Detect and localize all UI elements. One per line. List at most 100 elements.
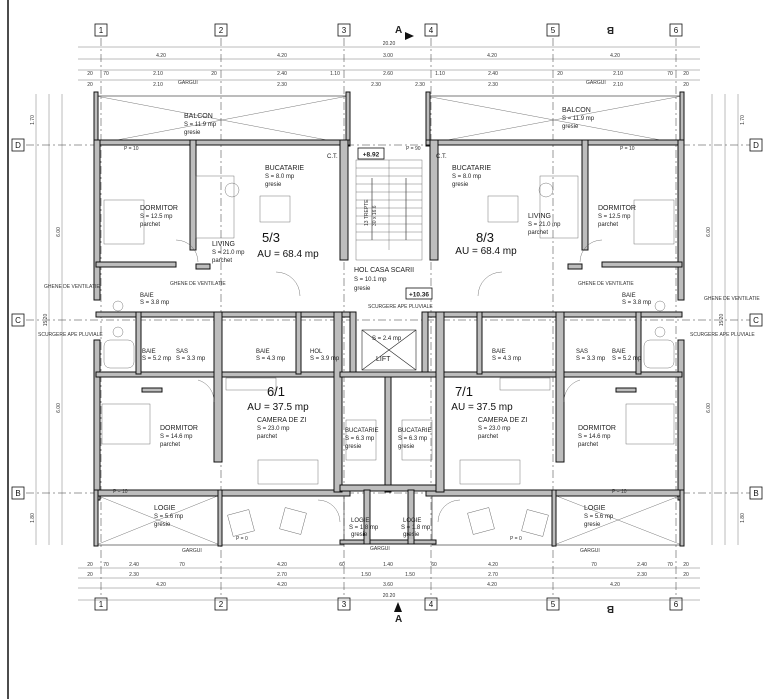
dim-top: 4.20 [487, 53, 497, 59]
note-ct: C.T. [327, 154, 338, 160]
room-area: S = 10.1 mp [354, 277, 387, 283]
axis-row-c-right: C [753, 316, 759, 325]
dim-bottom: 4.20 [277, 562, 287, 568]
dim-bottom: 20 [683, 562, 689, 568]
dim-bottom: 70 [179, 562, 185, 568]
dim-bottom: 60 [431, 562, 437, 568]
room-name: DORMITOR [160, 425, 198, 432]
room-area: S = 12.5 mp [140, 214, 173, 220]
level-markers: +8.92 +10.36 [357, 147, 433, 300]
dim-total-bottom: 20.20 [383, 593, 396, 599]
apartment-labels: 5/3 AU = 68.4 mp 8/3 AU = 68.4 mp 6/1 AU… [247, 230, 517, 413]
room-name: HOL CASA SCARII [354, 267, 414, 274]
axis-col-4-bottom: 4 [429, 600, 434, 609]
room-name: SAS [576, 349, 588, 355]
staircase [355, 159, 423, 261]
room-floor: gresie [562, 124, 579, 130]
dim-bottom: 4.20 [488, 562, 498, 568]
axis-col-3: 3 [342, 26, 347, 35]
room-area: S = 8.0 mp [452, 174, 482, 180]
room-floor: parchet [578, 442, 598, 448]
room-name: DORMITOR [598, 205, 636, 212]
dim-bottom: 2.70 [488, 572, 498, 578]
room-area: S = 21.0 mp [528, 222, 561, 228]
section-a-top: A [395, 25, 402, 36]
dim-top: 20 [211, 71, 217, 77]
room-name: LOGIE [351, 518, 369, 524]
room-area: S = 14.6 mp [160, 434, 193, 440]
room-name: BAIE [256, 349, 270, 355]
section-marks: A A B B [394, 24, 614, 625]
room-area: S = 3.8 mp [140, 300, 170, 306]
room-floor: gresie [584, 522, 601, 528]
dim-bottom: 4.20 [487, 582, 497, 588]
room-labels: BALCON S = 11.9 mp gresie BALCON S = 11.… [140, 107, 652, 538]
room-area: S = 2.4 mp [372, 336, 402, 342]
dim-top: 1.10 [435, 71, 445, 77]
dim-top: 2.10 [613, 82, 623, 88]
level-mid: +10.36 [409, 292, 429, 299]
axis-markers-bottom: 1 2 3 4 5 6 [94, 597, 683, 611]
dim-top: 3.00 [383, 53, 393, 59]
note-p10: P = 10 [612, 489, 627, 495]
room-name: CAMERA DE ZI [478, 417, 527, 424]
dim-bottom: 2.40 [129, 562, 139, 568]
dim-bottom: 4.20 [277, 582, 287, 588]
room-floor: parchet [478, 434, 498, 440]
dim-right: 1.70 [740, 115, 746, 125]
room-area: S = 3.3 mp [176, 356, 206, 362]
dim-top: 4.20 [610, 53, 620, 59]
room-name: LIVING [212, 241, 235, 248]
room-area: S = 11.9 mp [562, 116, 595, 122]
lift-shaft [361, 329, 417, 371]
axis-col-5-bottom: 5 [551, 600, 556, 609]
room-floor: gresie [184, 130, 201, 136]
dim-bottom: 4.20 [156, 582, 166, 588]
dim-top: 1.10 [330, 71, 340, 77]
apartment-area: AU = 68.4 mp [257, 249, 319, 260]
dim-total-top: 20.20 [383, 41, 396, 47]
room-name: BAIE [622, 293, 636, 299]
dim-bottom: 4.20 [610, 582, 620, 588]
dim-bottom: 70 [667, 562, 673, 568]
room-name: LOGIE [403, 518, 421, 524]
dim-right: 6.00 [706, 227, 712, 237]
dim-bottom: 1.50 [361, 572, 371, 578]
room-area: S = 23.0 mp [478, 426, 511, 432]
dim-top: 2.30 [415, 82, 425, 88]
room-floor: parchet [140, 222, 160, 228]
note-trepte-size: 30 x 16.6 [372, 205, 378, 226]
apartment-number: 6/1 [267, 384, 285, 399]
room-floor: gresie [403, 532, 420, 538]
room-name: LIFT [376, 356, 391, 363]
dim-bottom: 70 [591, 562, 597, 568]
room-area: S = 23.0 mp [257, 426, 290, 432]
axis-markers-rows: D C B D C B [11, 138, 763, 500]
dim-bottom: 20 [87, 562, 93, 568]
room-area: S = 21.0 mp [212, 250, 245, 256]
dim-bottom: 20 [683, 572, 689, 578]
note-p10: P = 10 [113, 489, 128, 495]
axis-row-d: D [15, 141, 21, 150]
room-floor: gresie [398, 444, 415, 450]
door-swings [175, 239, 603, 523]
dim-top: 2.30 [371, 82, 381, 88]
room-area: S = 12.5 mp [598, 214, 631, 220]
room-floor: parchet [528, 230, 548, 236]
room-floor: parchet [212, 258, 232, 264]
dim-left: 1.80 [30, 513, 36, 523]
axis-row-d-right: D [753, 141, 759, 150]
apartment-area: AU = 68.4 mp [455, 246, 517, 257]
room-area: S = 5.2 mp [142, 356, 172, 362]
dim-left: 1.70 [30, 115, 36, 125]
room-area: S = 4.3 mp [256, 356, 286, 362]
dim-bottom: 2.70 [277, 572, 287, 578]
dim-bottom: 2.30 [129, 572, 139, 578]
room-floor: parchet [598, 222, 618, 228]
dim-top: 2.40 [277, 71, 287, 77]
dim-left: 15.20 [43, 314, 49, 327]
dim-top: 20 [87, 71, 93, 77]
room-name: HOL [310, 349, 323, 355]
dim-top: 20 [683, 71, 689, 77]
room-area: S = 4.3 mp [492, 356, 522, 362]
